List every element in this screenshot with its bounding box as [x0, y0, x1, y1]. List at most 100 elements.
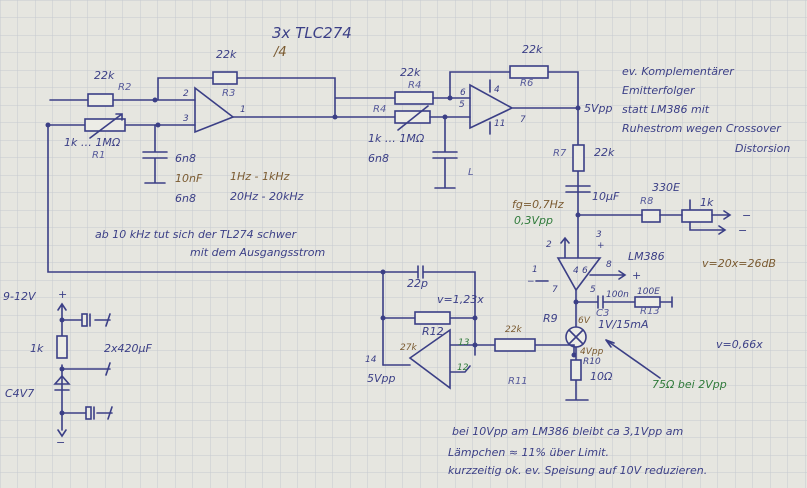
lm386-pin-8: 8	[606, 260, 612, 270]
r1-label: R1	[92, 150, 105, 161]
supply-plus: +	[58, 288, 67, 301]
supply-voltage: 9-12V	[3, 290, 37, 303]
lamp-rating-1: 6V	[578, 316, 591, 326]
bottom-note-3: kurzzeitig ok. ev. Speisung auf 10V redu…	[448, 464, 707, 477]
r10-label: R10	[583, 357, 601, 367]
lm386-pin-1: 1	[532, 265, 538, 275]
lm386-minus: −	[527, 277, 535, 287]
stage1-opamp	[45, 71, 396, 366]
r2-label: R2	[118, 82, 131, 93]
r2-resistor	[87, 93, 114, 107]
r11-label: R11	[508, 376, 528, 387]
emitter-note-4: Ruhestrom wegen Crossover	[622, 122, 782, 135]
note-10khz-1: ab 10 kHz tut sich der TL274 schwer	[95, 228, 298, 241]
r12-resistor	[414, 311, 451, 325]
bottom-note-1: bei 10Vpp am LM386 bleibt ca 3,1Vpp am	[452, 425, 683, 438]
pin-14: 14	[365, 355, 377, 365]
c1-alt: 10nF	[175, 172, 203, 185]
range: 20Hz - 20kHz	[230, 190, 304, 203]
lm386-plus-in: +	[597, 241, 605, 251]
c3-label: C3	[596, 308, 609, 319]
lamp-note: 75Ω bei 2Vpp	[652, 378, 727, 391]
r13-resistor	[634, 296, 661, 308]
emitter-note-5: Distorsion	[735, 142, 790, 155]
pin-11: 11	[494, 119, 505, 129]
r10-resistor	[570, 359, 582, 381]
pin-12: 12	[457, 363, 469, 373]
emitter-note-2: Emitterfolger	[622, 84, 696, 97]
c2-value: 6n8	[368, 152, 389, 165]
r3-label: R3	[222, 88, 235, 99]
r8-value: 330E	[652, 181, 680, 194]
lamp-label: R9	[543, 312, 558, 325]
output-pot	[681, 209, 713, 223]
c22p-value: 22p	[407, 277, 428, 290]
pin-5: 5	[459, 100, 465, 110]
r1-pot	[84, 118, 126, 132]
r3-resistor	[212, 71, 238, 85]
pin-4: 4	[494, 85, 500, 95]
power-supply	[53, 302, 113, 438]
lm386-plus-out: +	[632, 269, 641, 282]
stage2-out-level: 5Vpp	[584, 102, 613, 115]
r8-label: R8	[640, 196, 653, 207]
r13-label: R13	[640, 306, 660, 317]
c3-value: 100n	[606, 290, 629, 300]
stage3-opamp	[380, 265, 575, 390]
lm386-pin-6: 6	[582, 266, 588, 276]
stage3-gain: v=1,23x	[437, 293, 484, 306]
output-minus-2: −	[738, 224, 747, 237]
r10-value: 10Ω	[590, 370, 613, 383]
supply-caps: 2x420µF	[104, 342, 153, 355]
stage2-opamp	[394, 65, 581, 216]
lm386-amplifier	[535, 214, 673, 401]
r6-resistor	[509, 65, 549, 79]
pin-1: 1	[240, 105, 246, 115]
r6-label: R6	[520, 78, 533, 89]
r7-resistor	[572, 144, 585, 172]
r4-pot	[394, 110, 431, 124]
title-fraction: /4	[273, 45, 287, 60]
r12-label: R12	[422, 325, 444, 338]
r11-resistor	[494, 338, 536, 352]
lamp-level: 4Vpp	[580, 347, 604, 357]
c1-value: 6n8	[175, 152, 196, 165]
r7-value: 22k	[594, 146, 615, 159]
output-pot-value: 1k	[700, 196, 714, 209]
pin-3: 3	[183, 114, 189, 124]
r13-value: 100E	[637, 287, 660, 297]
r12-value: 27k	[400, 343, 417, 353]
r4-value: 22k	[400, 66, 421, 79]
pot2-range: 1k … 1MΩ	[368, 132, 425, 145]
pin-13: 13	[458, 338, 470, 348]
lm386-name: LM386	[628, 250, 665, 263]
lm386-pin-7: 7	[552, 285, 558, 295]
power-resistor	[56, 335, 68, 359]
note-10khz-2: mit dem Ausgangsstrom	[190, 246, 325, 259]
r3-value: 22k	[216, 48, 237, 61]
lm386-pin-2: 2	[546, 240, 552, 250]
cutoff-frequency: fg=0,7Hz	[512, 198, 564, 211]
lm386-gain: v=20x=26dB	[702, 257, 776, 270]
lamp-rating-2: 1V/15mA	[598, 318, 648, 331]
zener-label: C4V7	[5, 387, 34, 400]
emitter-note-1: ev. Komplementärer	[622, 65, 735, 78]
r11-value: 22k	[505, 325, 522, 335]
lm386-pin-4: 4	[573, 266, 579, 276]
c-coupling-value: 10µF	[592, 190, 620, 203]
pin-6: 6	[460, 88, 466, 98]
coupling-level: 0,3Vpp	[514, 214, 553, 227]
r8-resistor	[641, 209, 661, 223]
alt-range: 1Hz - 1kHz	[230, 170, 290, 183]
r4-label: R4	[408, 80, 421, 91]
pin-2: 2	[183, 89, 189, 99]
emitter-note-3: statt LM386 mit	[622, 103, 710, 116]
r2-value: 22k	[94, 69, 115, 82]
stage3-level: 5Vpp	[367, 372, 396, 385]
r4-resistor	[394, 91, 434, 105]
r4-alt-label: R4	[373, 104, 386, 115]
bottom-note-2: Lämpchen ≈ 11% über Limit.	[448, 446, 609, 459]
supply-resistor-value: 1k	[30, 342, 44, 355]
